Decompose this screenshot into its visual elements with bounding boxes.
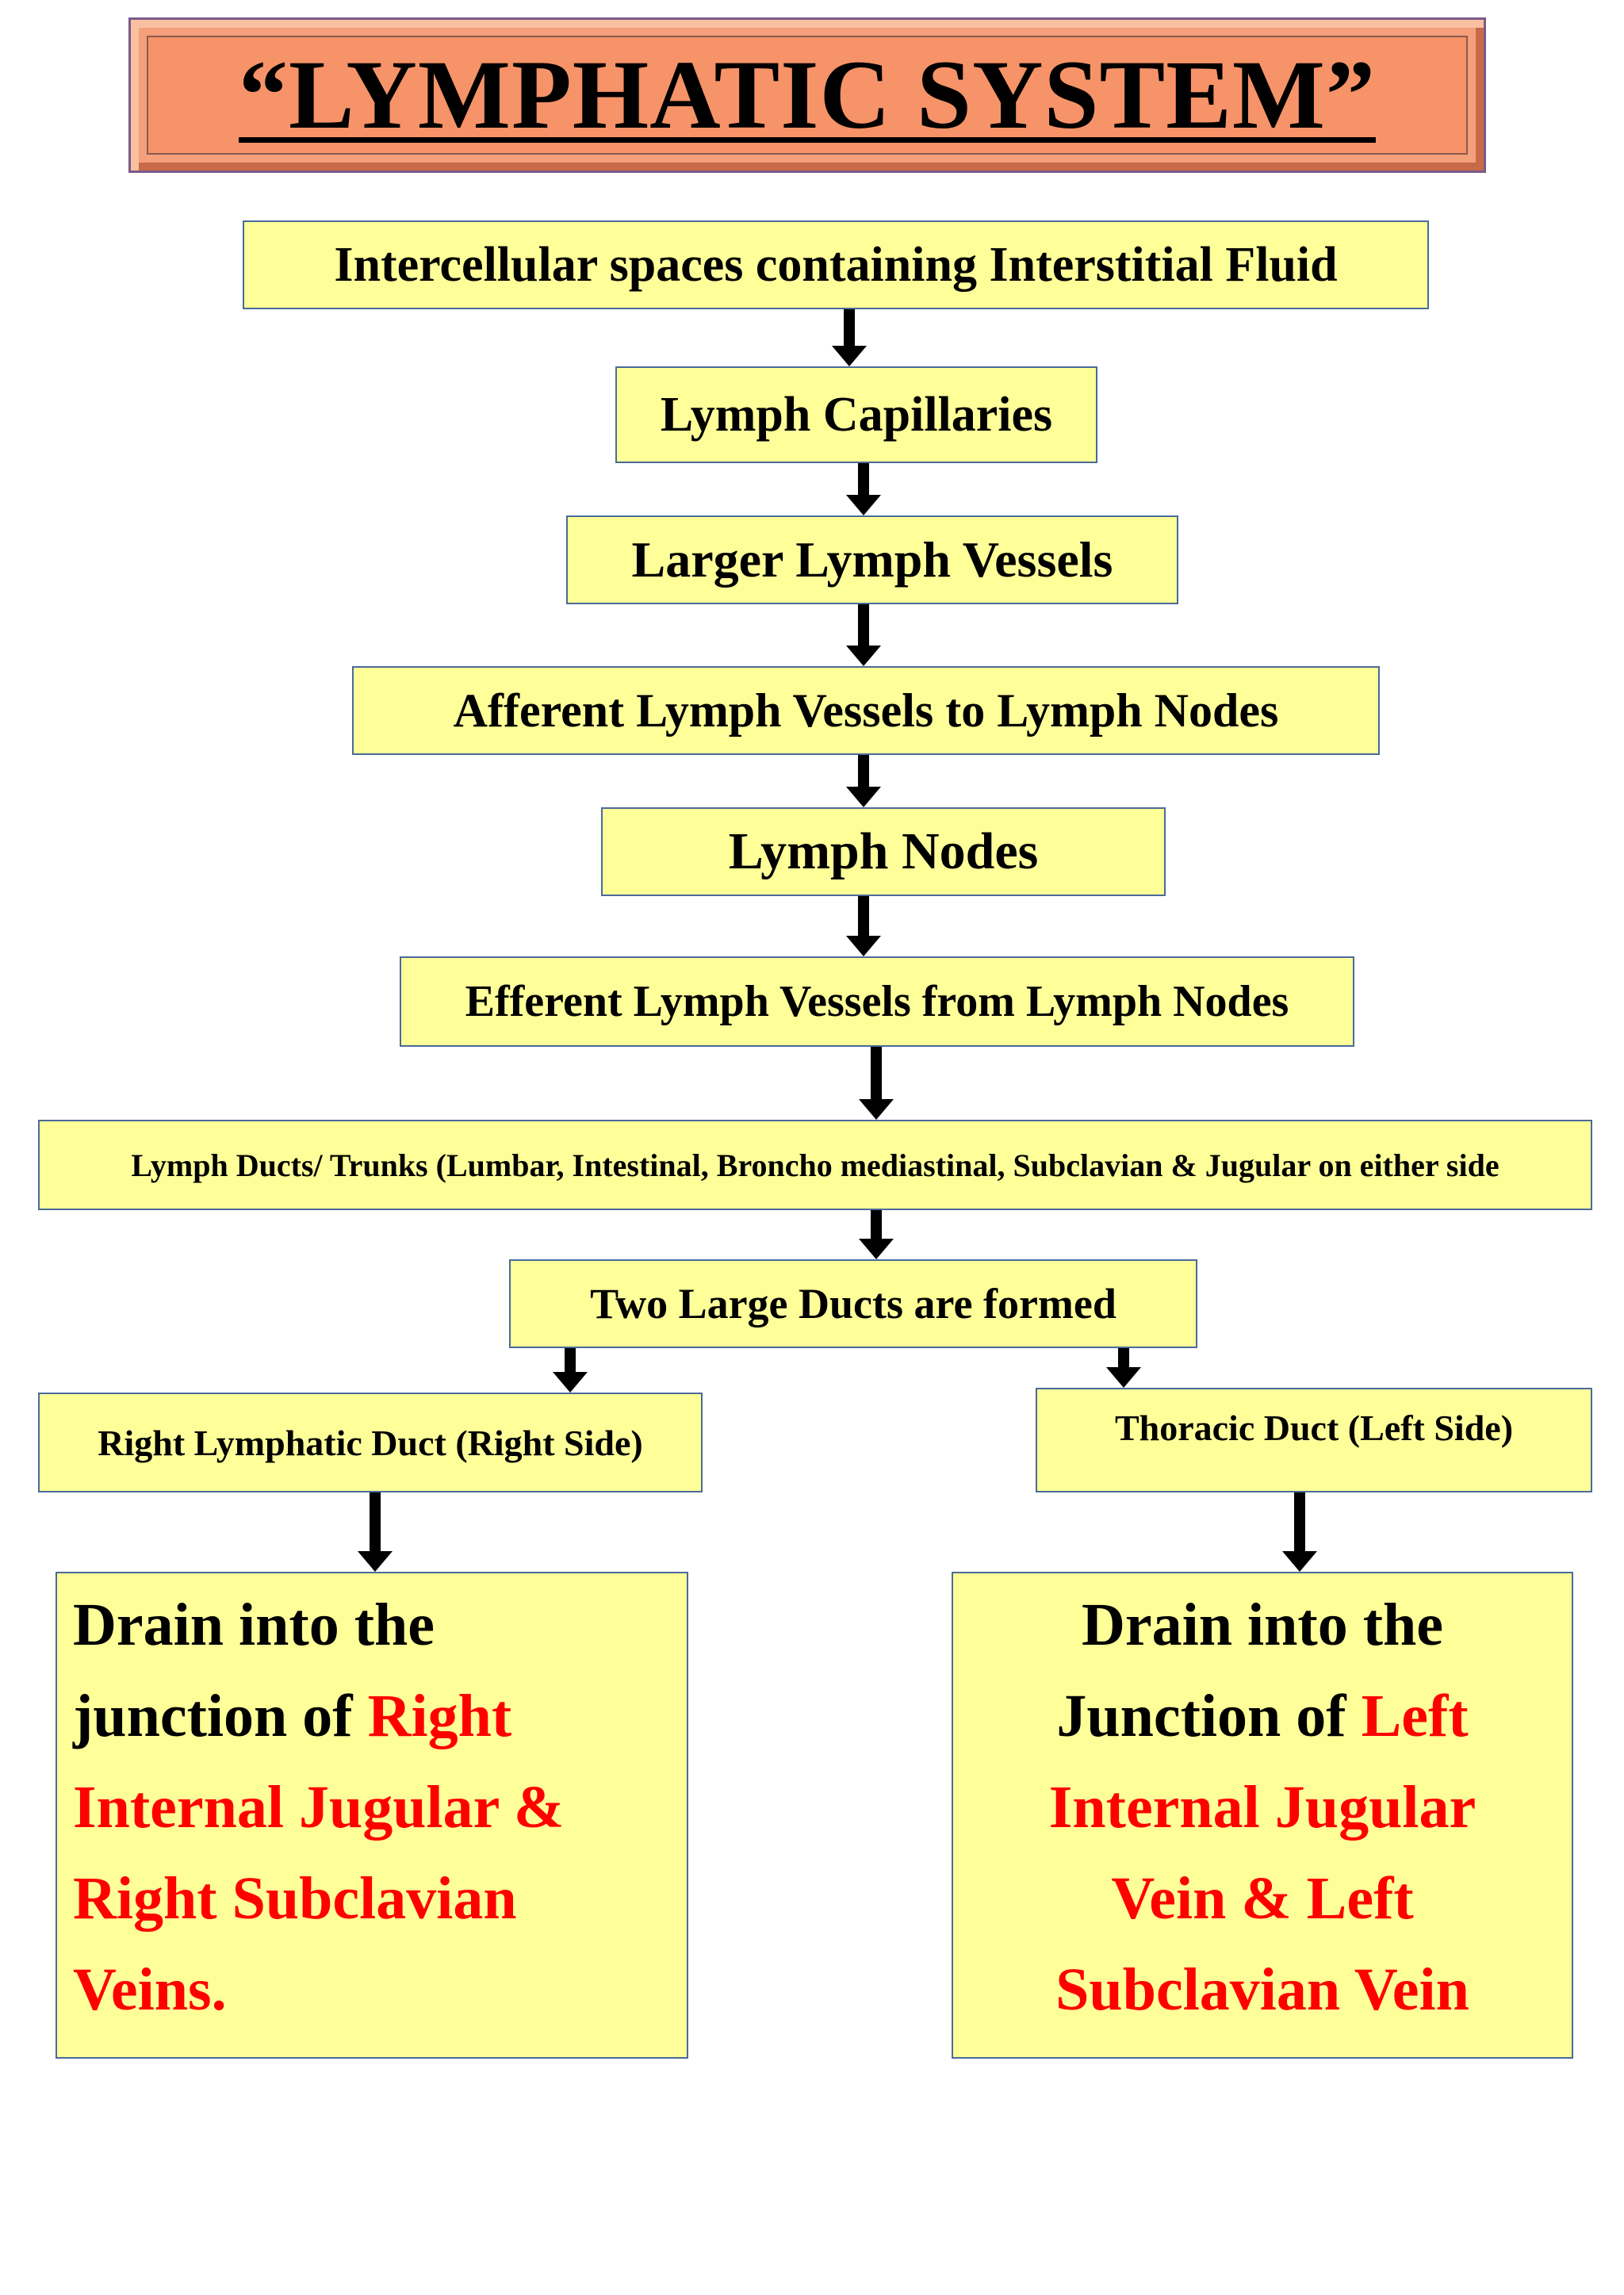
arrow-down-icon [550,1348,590,1393]
flow-box-label: Larger Lymph Vessels [631,531,1113,588]
flow-box-interstitial-fluid: Intercellular spaces containing Intersti… [243,220,1429,309]
page-title: “LYMPHATIC SYSTEM” [239,40,1376,149]
flow-box-thoracic-duct: Thoracic Duct (Left Side) [1036,1388,1592,1492]
title-banner: “LYMPHATIC SYSTEM” [128,17,1486,173]
flow-box-lymph-capillaries: Lymph Capillaries [615,366,1097,463]
drain-box-left: Drain into the Junction of Left Internal… [952,1572,1573,2059]
arrow-down-icon [844,604,883,666]
flow-box-label: Afferent Lymph Vessels to Lymph Nodes [453,684,1279,737]
drain-line: Subclavian Vein [1055,1956,1469,2023]
flow-box-afferent-vessels: Afferent Lymph Vessels to Lymph Nodes [352,666,1380,755]
arrow-down-icon [844,896,883,956]
flow-box-lymph-ducts-trunks: Lymph Ducts/ Trunks (Lumbar, Intestinal,… [38,1120,1592,1210]
title-banner-inner: “LYMPHATIC SYSTEM” [147,36,1468,155]
drain-highlight: Right [367,1683,512,1749]
arrow-down-icon [844,463,883,515]
drain-line: Drain into the [1082,1592,1443,1658]
arrow-down-icon [844,755,883,807]
flow-box-efferent-vessels: Efferent Lymph Vessels from Lymph Nodes [400,956,1354,1047]
drain-line: Internal Jugular [1048,1774,1477,1841]
drain-box-right: Drain into the junction of Right Interna… [56,1572,688,2059]
drain-highlight: Left [1361,1683,1469,1749]
arrow-down-icon [829,309,869,366]
flow-box-label: Efferent Lymph Vessels from Lymph Nodes [465,977,1289,1026]
flow-box-label: Lymph Nodes [728,822,1039,880]
drain-line: Drain into the [73,1592,435,1658]
arrow-down-icon [856,1210,896,1259]
arrow-down-icon [1280,1492,1320,1572]
flow-box-label: Lymph Ducts/ Trunks (Lumbar, Intestinal,… [131,1147,1500,1183]
flow-box-label: Intercellular spaces containing Intersti… [334,237,1338,292]
flow-box-label: Right Lymphatic Duct (Right Side) [98,1422,643,1463]
drain-line: Veins. [73,1956,227,2023]
drain-line: junction of Right [73,1671,687,1762]
arrow-down-icon [355,1492,395,1572]
flow-box-two-large-ducts: Two Large Ducts are formed [509,1259,1197,1348]
flow-box-lymph-nodes: Lymph Nodes [601,807,1166,896]
arrow-down-icon [1104,1348,1143,1388]
drain-text: junction of [73,1683,368,1749]
drain-line: Right Subclavian [73,1865,517,1932]
flow-box-label: Thoracic Duct (Left Side) [1114,1408,1514,1448]
drain-line: Vein & Left [1111,1865,1414,1932]
arrow-down-icon [856,1047,896,1120]
flow-box-label: Lymph Capillaries [660,387,1053,442]
flow-box-right-lymphatic-duct: Right Lymphatic Duct (Right Side) [38,1393,703,1492]
drain-text: Junction of [1056,1683,1362,1749]
flow-box-larger-lymph-vessels: Larger Lymph Vessels [566,515,1178,604]
drain-line: Internal Jugular & [73,1774,565,1841]
drain-line: Junction of Left [953,1671,1572,1762]
flow-box-label: Two Large Ducts are formed [590,1280,1116,1328]
